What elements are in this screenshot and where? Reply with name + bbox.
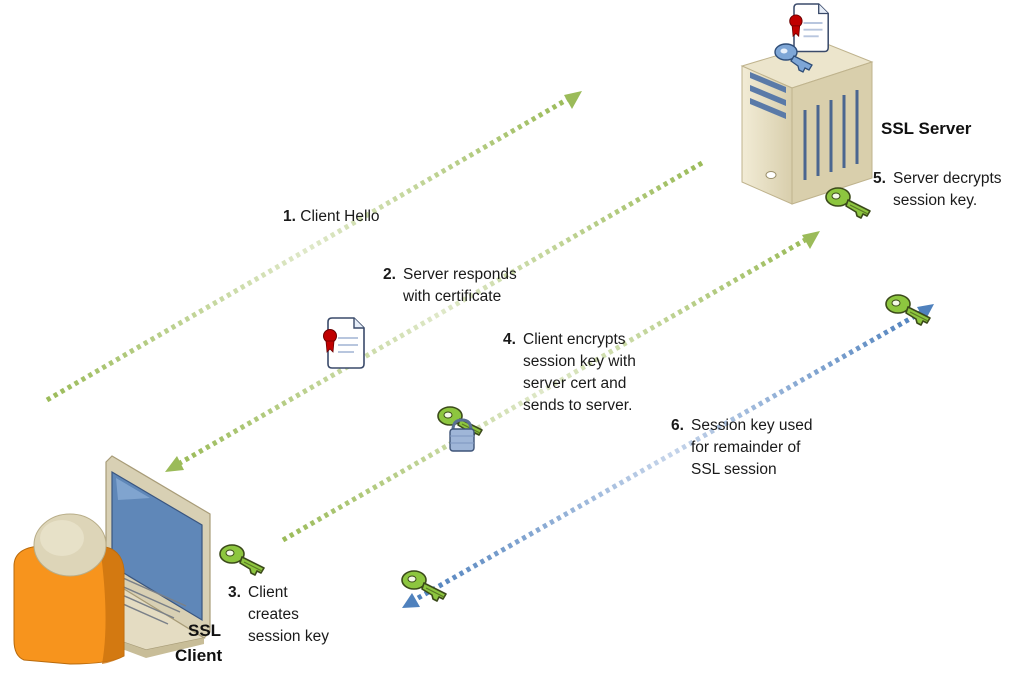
- step-4-text: Client encrypts session key with server …: [523, 331, 636, 414]
- step-4-number: 4.: [503, 331, 516, 348]
- certificate-icon-transit: [322, 317, 365, 369]
- arrow-server-responds: [165, 160, 704, 472]
- step-1-text: Client Hello: [300, 208, 380, 225]
- step-3-text: Client creates session key: [248, 584, 329, 645]
- server-blue-key-icon: [774, 43, 813, 73]
- client-title-line2: Client: [175, 646, 223, 665]
- step-1-label: 1. Client Hello: [283, 206, 380, 228]
- step-5-text: Server decrypts session key.: [893, 170, 1002, 209]
- padlock-icon: [449, 418, 475, 452]
- arrow-client-encrypts: [281, 231, 820, 543]
- key-icon-client: [219, 544, 265, 576]
- server-certificate-icon: [788, 3, 830, 53]
- step-6-text: Session key used for remainder of SSL se…: [691, 417, 813, 478]
- step-2-text: Server responds with certificate: [403, 266, 517, 305]
- arrow-session: [402, 304, 934, 608]
- person-icon: [13, 513, 125, 665]
- server-title: SSL Server: [881, 119, 972, 138]
- server-icon: [740, 41, 874, 205]
- step-1-number: 1.: [283, 208, 296, 225]
- key-icon-server: [825, 187, 871, 219]
- step-6-number: 6.: [671, 417, 684, 434]
- step-5-number: 5.: [873, 170, 886, 187]
- step-3-number: 3.: [228, 584, 241, 601]
- client-title-line1: SSL: [188, 621, 222, 640]
- arrow-client-hello: [45, 91, 582, 403]
- step-2-number: 2.: [383, 266, 396, 283]
